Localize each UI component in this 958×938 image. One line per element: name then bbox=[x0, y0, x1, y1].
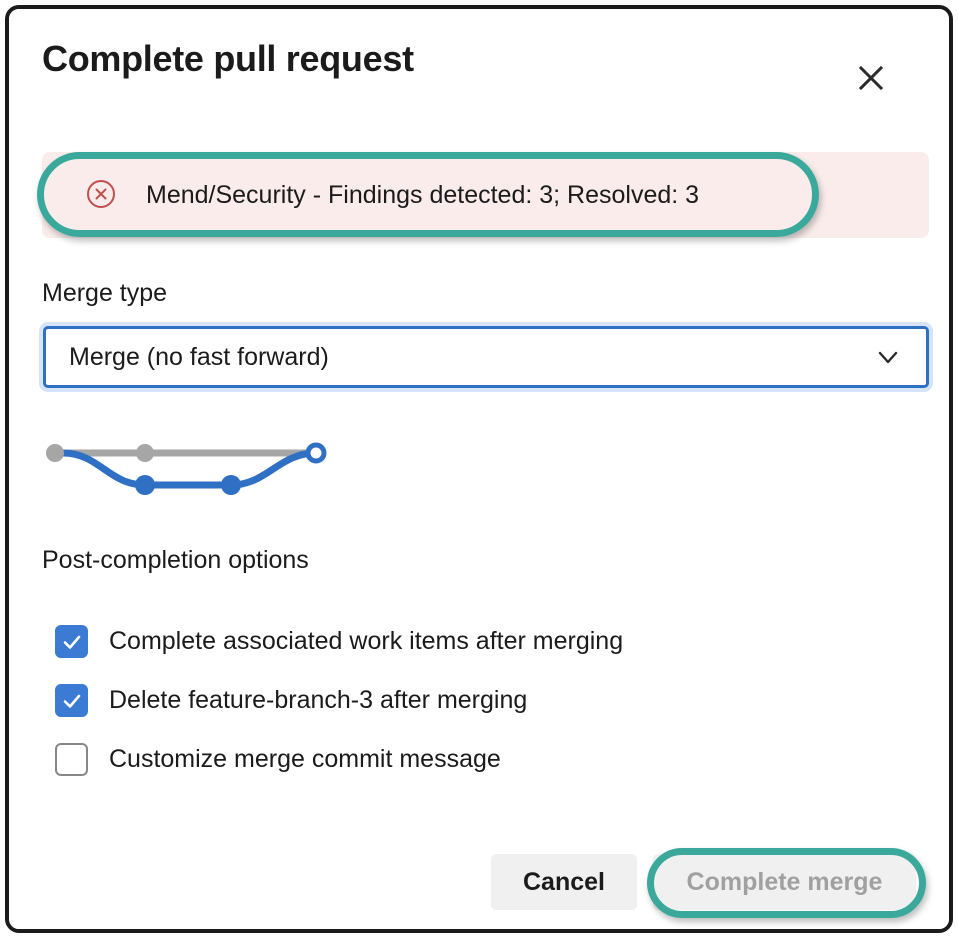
checkmark-icon bbox=[63, 694, 80, 708]
customize-commit-message-checkbox[interactable] bbox=[55, 743, 88, 776]
merge-type-select[interactable]: Merge (no fast forward) bbox=[43, 326, 929, 388]
graph-node-branch-commit-1 bbox=[135, 475, 155, 495]
merge-type-selected-value: Merge (no fast forward) bbox=[69, 342, 329, 371]
delete-branch-label: Delete feature-branch-3 after merging bbox=[109, 686, 528, 714]
chevron-down-icon bbox=[874, 343, 902, 371]
customize-commit-message-label: Customize merge commit message bbox=[109, 745, 501, 773]
graph-node-main-commit-2 bbox=[136, 444, 154, 462]
checkmark-icon bbox=[63, 635, 80, 649]
complete-work-items-checkbox[interactable] bbox=[55, 625, 88, 658]
error-banner: Mend/Security - Findings detected: 3; Re… bbox=[42, 152, 929, 238]
post-completion-options-list: Complete associated work items after mer… bbox=[55, 612, 795, 789]
graph-node-branch-commit-2 bbox=[221, 475, 241, 495]
screenshot-frame: Complete pull request Mend/Security - Fi… bbox=[5, 5, 953, 933]
error-banner-text: Mend/Security - Findings detected: 3; Re… bbox=[146, 180, 700, 209]
graph-node-merge-commit bbox=[305, 442, 327, 464]
close-icon bbox=[856, 63, 886, 93]
page-title: Complete pull request bbox=[42, 38, 414, 79]
delete-branch-option[interactable]: Delete feature-branch-3 after merging bbox=[55, 671, 795, 730]
cancel-button[interactable]: Cancel bbox=[491, 854, 637, 910]
merge-strategy-graph bbox=[39, 429, 339, 509]
complete-pull-request-dialog: Complete pull request Mend/Security - Fi… bbox=[9, 9, 949, 929]
merge-type-label: Merge type bbox=[42, 279, 168, 307]
customize-commit-message-option[interactable]: Customize merge commit message bbox=[55, 730, 795, 789]
error-circle-x-icon bbox=[86, 179, 116, 209]
delete-branch-checkbox[interactable] bbox=[55, 684, 88, 717]
complete-merge-button: Complete merge bbox=[653, 854, 916, 910]
complete-work-items-label: Complete associated work items after mer… bbox=[109, 627, 624, 655]
complete-work-items-option[interactable]: Complete associated work items after mer… bbox=[55, 612, 795, 671]
close-button[interactable] bbox=[847, 54, 895, 102]
graph-node-main-commit-1 bbox=[46, 444, 64, 462]
post-completion-options-label: Post-completion options bbox=[42, 546, 309, 574]
